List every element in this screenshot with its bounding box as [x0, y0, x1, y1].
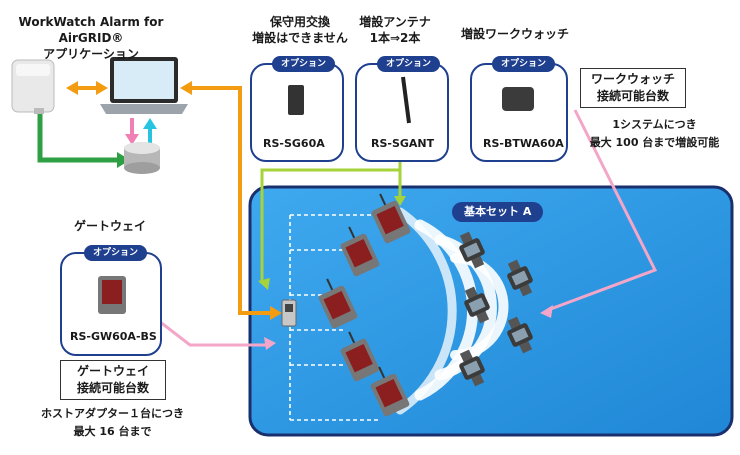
pink-link-gateway: [154, 316, 268, 347]
gateway-model: RS-GW60A-BS: [70, 330, 157, 343]
app-title-line2: アプリケーション: [43, 47, 139, 61]
lime-arrow-hub: [258, 278, 270, 290]
gateway-device-icon: [98, 276, 126, 314]
pink-link-watch: [547, 109, 658, 312]
pink-arrow-watch: [540, 305, 553, 318]
opt1-model: RS-SG60A: [263, 137, 325, 150]
watch-limit-note: 1システムにつき 最大 100 台まで増設可能: [572, 116, 737, 152]
watch-limit-line2: 接続可能台数: [596, 89, 669, 103]
orange-arrow-right: [96, 81, 108, 95]
lime-arrow-down: [394, 196, 406, 206]
orange-links: [75, 86, 272, 315]
signal-tester-icon: [288, 85, 304, 115]
gateway-title: ゲートウェイ: [73, 219, 146, 233]
basic-set-label: 基本セット A: [452, 202, 544, 222]
laptop-db-arrows: [125, 118, 157, 145]
gateway-limit-box: ゲートウェイ 接続可能台数: [60, 360, 166, 400]
orange-arrow-laptop: [180, 81, 192, 95]
work-watches: [459, 231, 533, 387]
gateway-limit-line1: ゲートウェイ: [76, 364, 149, 378]
dashed-links: [289, 214, 380, 421]
watch-limit-line1: ワークウォッチ: [590, 72, 675, 86]
opt2-title-line1: 増設アンテナ: [359, 15, 431, 29]
sensor-device-icon: [11, 59, 55, 114]
opt2-badge: オプション: [377, 56, 441, 72]
opt1-title: 保守用交換 増設はできません: [240, 14, 360, 46]
opt3-title-line1: 増設ワークウォッチ: [460, 27, 569, 41]
gateway-card: オプション RS-GW60A-BS: [60, 245, 162, 356]
hub-device-icon: [281, 299, 297, 327]
pink-arrow-hub: [264, 337, 276, 350]
gateway-sensors: [318, 193, 411, 417]
opt3-model: RS-BTWA60A: [483, 137, 564, 150]
opt2-card: オプション RS-SGANT: [355, 56, 449, 162]
watch-icon: [502, 87, 534, 111]
gateway-note-line1: ホストアダプター１台につき: [41, 407, 184, 420]
antenna-icon: [401, 76, 411, 124]
app-title-line1: WorkWatch Alarm for AirGRID®: [18, 15, 164, 45]
watch-note-line1: 1システムにつき: [612, 118, 697, 131]
orange-arrow-left: [66, 81, 78, 95]
opt1-title-line2: 増設はできません: [252, 31, 348, 45]
gateway-limit-line2: 接続可能台数: [76, 381, 149, 395]
watch-limit-box: ワークウォッチ 接続可能台数: [580, 68, 686, 108]
app-title: WorkWatch Alarm for AirGRID® アプリケーション: [2, 14, 180, 62]
laptop-icon: [100, 57, 188, 114]
opt1-title-line1: 保守用交換: [269, 15, 330, 29]
opt2-title-line2: 1本⇒2本: [369, 31, 421, 45]
database-icon: [124, 142, 160, 174]
green-arrow: [117, 152, 130, 168]
gateway-badge: オプション: [84, 245, 148, 261]
opt1-card: オプション RS-SG60A: [250, 56, 344, 162]
opt3-title: 増設ワークウォッチ: [455, 26, 575, 42]
green-link: [37, 110, 120, 163]
gateway-limit-note: ホストアダプター１台につき 最大 16 台まで: [10, 405, 215, 441]
gateway-note-line2: 最大 16 台まで: [73, 425, 152, 438]
opt3-badge: オプション: [492, 56, 556, 72]
opt2-title: 増設アンテナ 1本⇒2本: [345, 14, 445, 46]
opt2-model: RS-SGANT: [371, 137, 435, 150]
opt3-card: オプション RS-BTWA60A: [470, 56, 568, 162]
opt1-badge: オプション: [272, 56, 336, 72]
lime-link: [260, 158, 402, 282]
orange-arrow-hub: [270, 306, 282, 320]
watch-note-line2: 最大 100 台まで増設可能: [589, 136, 720, 149]
